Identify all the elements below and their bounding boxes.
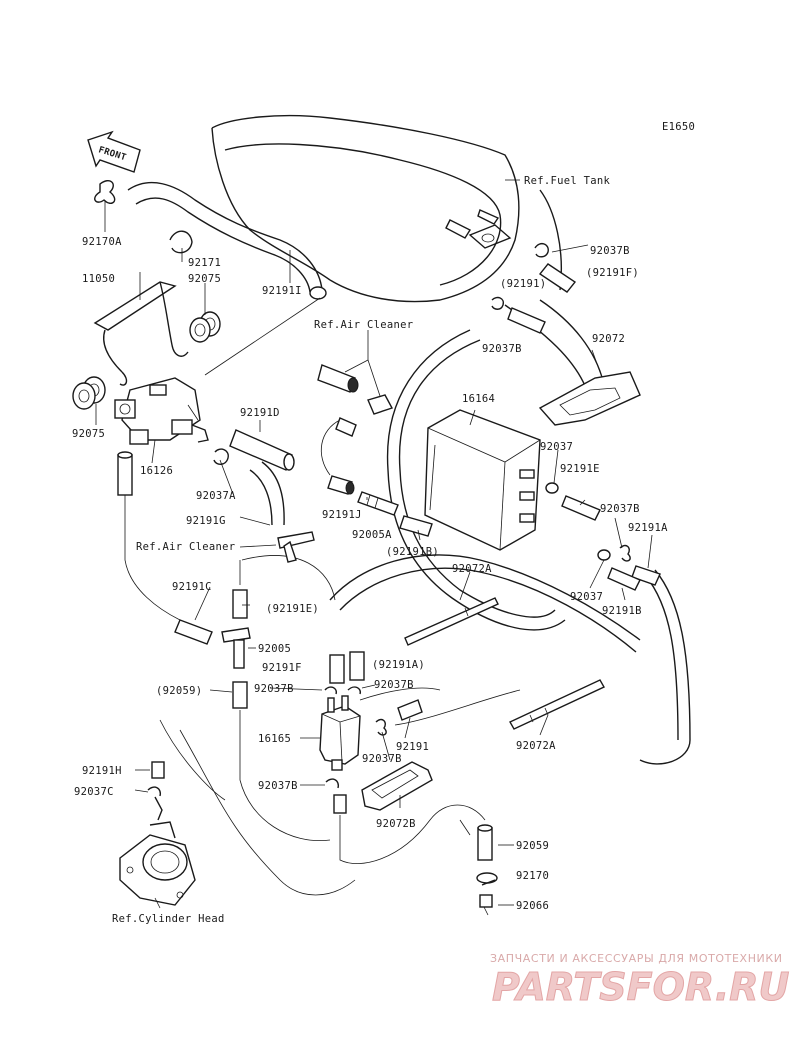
label-92037B-a[interactable]: 92037B [254,683,294,695]
label-92037B-b[interactable]: 92037B [374,679,414,691]
label-92037B-c[interactable]: 92037B [362,753,402,765]
grommet-92075-bottom [72,376,106,410]
label-92191H[interactable]: 92191H [82,765,122,777]
label-92037B-top[interactable]: 92037B [590,245,630,257]
ref-air-cleaner-top-label[interactable]: Ref.Air Cleaner [314,319,413,331]
ref-fuel-tank-label[interactable]: Ref.Fuel Tank [524,175,610,187]
label-92191[interactable]: 92191 [396,741,429,753]
label-92191F[interactable]: 92191F [262,662,302,674]
label-92005[interactable]: 92005 [258,643,291,655]
label-92072A-top[interactable]: 92072A [452,563,492,575]
label-92072[interactable]: 92072 [592,333,625,345]
diagram-code: E1650 [662,121,695,133]
label-92059-paren[interactable]: (92059) [156,685,202,697]
cylinder-head-fitting [119,821,196,906]
label-92072A-bottom[interactable]: 92072A [516,740,556,752]
ref-air-cleaner-left-label[interactable]: Ref.Air Cleaner [136,541,235,553]
clamps-92037 [545,482,611,561]
holder-92072 [538,371,641,426]
label-16165[interactable]: 16165 [258,733,291,745]
tube-small-bottom [325,778,347,814]
label-92170[interactable]: 92170 [516,870,549,882]
label-11050[interactable]: 11050 [82,273,115,285]
grommet-92075-top [189,311,221,343]
label-92037C[interactable]: 92037C [74,786,114,798]
label-92191C[interactable]: 92191C [172,581,212,593]
label-92191G[interactable]: 92191G [186,515,226,527]
front-arrow: FRONT [87,130,141,173]
label-92191B[interactable]: 92191B [602,605,642,617]
label-92191F-paren[interactable]: (92191F) [586,267,639,279]
air-cleaner-fitting [317,364,394,437]
label-92075-bottom[interactable]: 92075 [72,428,105,440]
label-16126[interactable]: 16126 [140,465,173,477]
clamp-92171 [169,230,193,254]
label-92037B-mid[interactable]: 92037B [482,343,522,355]
tube-92191H [147,761,165,821]
watermark-tagline: ЗАПЧАСТИ И АКСЕССУАРЫ ДЛЯ МОТОТЕХНИКИ [490,952,783,965]
canister-16164 [424,409,541,551]
clip-92170A [94,180,116,204]
leader-lines [95,179,653,909]
label-92037A[interactable]: 92037A [196,490,236,502]
clip-92037B-filter [375,718,387,736]
band-92072A-top [404,597,499,646]
label-92191A-paren[interactable]: (92191A) [372,659,425,671]
label-92066[interactable]: 92066 [516,900,549,912]
tank-connector [445,209,549,258]
watermark: ЗАПЧАСТИ И АКСЕССУАРЫ ДЛЯ МОТОТЕХНИКИ PA… [490,952,790,1010]
band-92072A-bottom [509,679,605,730]
label-92059[interactable]: 92059 [516,840,549,852]
fuel-tank-outline [211,114,562,303]
label-92191I[interactable]: 92191I [262,285,302,297]
label-92171[interactable]: 92171 [188,257,221,269]
tube-92191D [213,429,295,471]
tube-92191B-paren [399,515,433,537]
tubes-right [607,565,661,591]
label-92037-lower[interactable]: 92037 [570,591,603,603]
tube-left [117,451,133,496]
watermark-logo: PARTSFOR.RU [492,965,790,1009]
label-92191J[interactable]: 92191J [322,509,362,521]
tube-92191E [561,495,601,521]
label-92072B[interactable]: 92072B [376,818,416,830]
label-92037B-right[interactable]: 92037B [600,503,640,515]
tube-92191J [327,475,355,495]
label-92191A[interactable]: 92191A [628,522,668,534]
part-labels: E1650 Ref.Fuel Tank Ref.Air Cleaner Ref.… [72,121,695,925]
label-92005A[interactable]: 92005A [352,529,392,541]
tubes-center [324,651,365,695]
label-92170A[interactable]: 92170A [82,236,122,248]
label-16164[interactable]: 16164 [462,393,495,405]
label-92191B-paren[interactable]: (92191B) [386,546,439,558]
bracket-11050 [93,281,189,386]
fitting-92005A [357,491,399,516]
label-92191-paren[interactable]: (92191) [500,278,546,290]
tube-92191-paren [491,296,546,334]
label-92075-top[interactable]: 92075 [188,273,221,285]
clip-92037B-right [619,544,631,562]
tube-92191F-paren [538,263,577,293]
label-92037B-d[interactable]: 92037B [258,780,298,792]
label-92191D[interactable]: 92191D [240,407,280,419]
label-92191E[interactable]: 92191E [560,463,600,475]
parts-bottom-right [476,824,498,916]
filter-16165 [319,695,361,771]
tube-92191 [397,699,423,721]
valve-16126 [114,377,209,445]
holder-92072B [361,761,433,811]
label-92191E-paren[interactable]: (92191E) [266,603,319,615]
ref-cylinder-head-label[interactable]: Ref.Cylinder Head [112,913,225,925]
label-92037-upper[interactable]: 92037 [540,441,573,453]
separator-lines-left [174,589,251,709]
t-fitting-left [277,531,315,563]
